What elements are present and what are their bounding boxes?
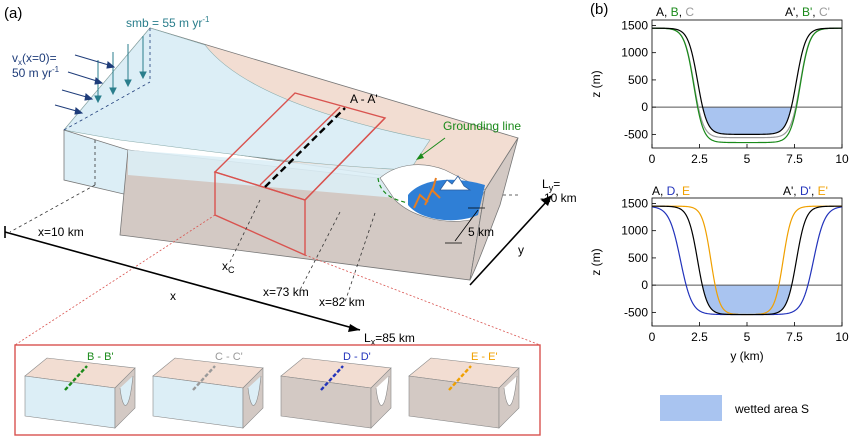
dashed-edge-2 [63,81,151,131]
x73-label: x=73 km [263,285,309,299]
block-side-ice [128,150,420,200]
x-tick-label: 0 [649,330,656,344]
inset-label: C - C' [215,351,243,363]
x-tick-label: 5 [744,152,751,166]
inset-section-line [64,365,88,391]
y-axis-arrow [469,199,549,286]
plot-bottom-left-title: A, D, E [652,184,690,198]
five-km-bracket [454,209,479,242]
plot-bottom-right-title: A', D', E' [783,184,828,198]
ly-label: Ly= [542,177,560,193]
y-axis-label: y [518,243,524,257]
ly-value: -10 km [540,191,577,205]
x10-label: x=10 km [38,225,84,239]
x-tick-label: 5 [744,330,751,344]
plume-arrows [413,177,441,209]
y-tick-label: 500 [628,251,648,265]
five-km-label: 5 km [468,225,494,239]
y-tick-label: 1500 [621,18,648,32]
curve-a2 [651,205,843,316]
grounding-arrow-head [416,153,424,160]
grounding-line-curve [377,177,409,204]
smb-arrows [94,36,147,104]
inset-trough [503,375,518,406]
inset-block-2: D - D' [280,351,392,429]
x-tick-label: 10 [835,330,849,344]
y-tick-label: 1500 [621,196,648,210]
x-tick-label: 10 [835,152,849,166]
smb-label: smb = 55 m yr-1 [126,15,210,30]
inset-block-3: E - E' [408,351,520,429]
inset-label: E - E' [471,351,498,363]
panel-a-label: (a) [4,5,22,22]
y-tick-label: 1000 [621,46,648,60]
plot-bottom-ylabel: z (m) [589,248,603,275]
location-lines [9,184,376,303]
vx-arrows [54,54,116,115]
inset-block-1: C - C' [152,351,264,429]
block-end-face [469,137,519,281]
inset-label: B - B' [87,351,114,363]
x-tick-label: 7.5 [786,330,803,344]
inset-trough [119,375,134,406]
wetted-area [702,285,792,315]
x-axis-arrowhead [348,324,360,332]
plot-top-ylabel: z (m) [589,70,603,97]
section-a-line [264,107,346,188]
curve-b [651,27,843,144]
x82-label: x=82 km [319,295,365,309]
legend-label: wetted area S [734,402,809,416]
grounding-line-arrow [417,137,446,159]
y-tick-label: -500 [624,305,648,319]
grounding-line-label: Grounding line [443,119,521,133]
x-axis-label: x [170,289,176,303]
guide-line-right [304,254,541,346]
plot-top: A, B, C A', B', C' z (m) 150010005000-50… [589,5,849,166]
inset-label: D - D' [343,351,371,363]
x-tick-label: 7.5 [786,152,803,166]
y-tick-label: 1000 [621,224,648,238]
x-tick-label: 2.5 [691,152,708,166]
plot-bottom: A, D, E A', D', E' z (m) y (km) 15001000… [589,184,849,363]
inset-section-line [320,365,344,391]
glacier-block [63,27,519,281]
inset-row: B - B' C - C' D - D' E - E' [24,351,520,429]
y-tick-label: 0 [641,278,648,292]
plot-top-right-title: A', B', C' [785,5,830,19]
iceberg-icon [439,175,472,191]
vx-label-2: 50 m yr-1 [12,65,60,80]
inset-section-line [192,365,216,391]
inset-block-0: B - B' [24,351,136,429]
inset-frame [14,344,541,436]
y-tick-label: -500 [624,127,648,141]
x-tick-label: 2.5 [691,330,708,344]
curve-a [651,27,843,135]
x-axis-arrow [4,231,361,331]
xc-label: xC [222,259,235,275]
inset-trough [375,375,390,406]
y-tick-label: 0 [641,100,648,114]
lx-label: Lx=85 km [364,331,415,347]
vx-label: vx(x=0)= [12,51,57,67]
wetted-area [703,107,791,135]
legend-swatch [660,395,722,421]
y-axis-arrowhead [541,195,552,206]
inset-trough [247,375,262,406]
y-tick-label: 500 [628,73,648,87]
plot-bottom-xlabel: y (km) [730,349,763,363]
plot-top-left-title: A, B, C [656,5,694,19]
section-aa-label: A - A' [350,92,378,106]
x-tick-label: 0 [649,152,656,166]
inset-section-line [448,365,472,391]
panel-b-label: (b) [590,1,608,18]
